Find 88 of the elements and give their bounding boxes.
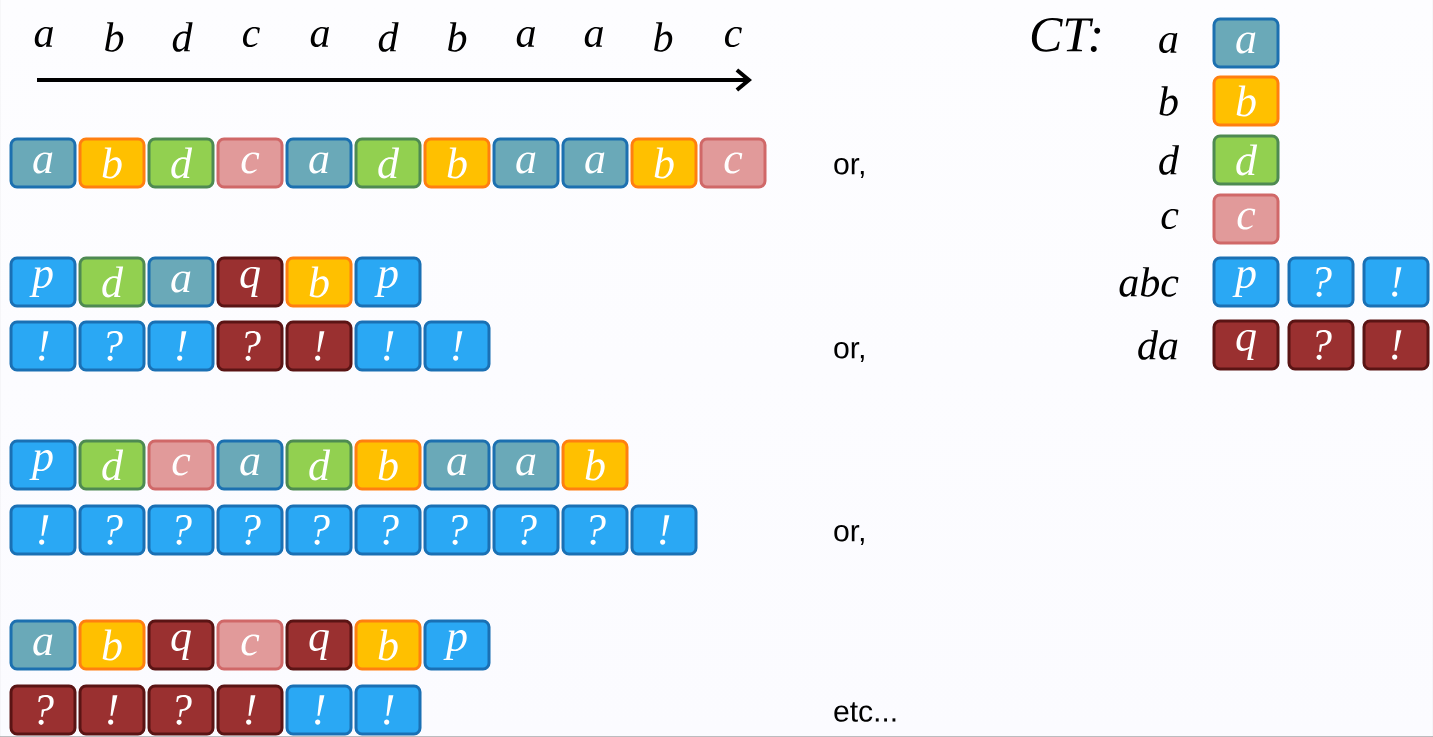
- sequence-letter: a: [310, 26, 329, 48]
- letter-tile: !: [78, 684, 146, 736]
- letter-tile: !: [630, 504, 698, 556]
- sequence-letter: a: [584, 26, 603, 48]
- letter-tile: a: [9, 137, 77, 189]
- letter-tile: ?: [9, 684, 77, 736]
- letter-tile: c: [699, 137, 767, 189]
- letter-tile: d: [78, 439, 146, 491]
- letter-tile: d: [1212, 134, 1280, 186]
- letter-tile: a: [285, 137, 353, 189]
- note-text: etc...: [834, 702, 896, 722]
- letter-tile: q: [216, 256, 284, 308]
- letter-tile: ?: [1287, 256, 1355, 308]
- letter-tile: a: [147, 256, 215, 308]
- letter-tile: q: [1212, 319, 1280, 371]
- letter-tile: c: [216, 137, 284, 189]
- letter-tile: c: [216, 619, 284, 671]
- letter-tile: a: [492, 439, 560, 491]
- row-label: c: [1161, 208, 1179, 230]
- letter-tile: q: [147, 619, 215, 671]
- letter-tile: p: [423, 619, 491, 671]
- letter-tile: b: [630, 137, 698, 189]
- letter-tile: !: [9, 320, 77, 372]
- letter-tile: !: [423, 320, 491, 372]
- letter-tile: !: [147, 320, 215, 372]
- letter-tile: ?: [285, 504, 353, 556]
- row-label: abc: [1119, 267, 1179, 297]
- letter-tile: !: [354, 684, 422, 736]
- note-text: or,: [834, 525, 864, 545]
- letter-tile: d: [78, 256, 146, 308]
- letter-tile: ?: [78, 504, 146, 556]
- row-label: da: [1138, 330, 1178, 360]
- letter-tile: a: [492, 137, 560, 189]
- sequence-letter: b: [448, 22, 467, 52]
- letter-tile: p: [9, 256, 77, 308]
- letter-tile: !: [9, 504, 77, 556]
- letter-tile: ?: [423, 504, 491, 556]
- note-text: or,: [834, 158, 864, 178]
- letter-tile: ?: [561, 504, 629, 556]
- letter-tile: a: [1212, 17, 1280, 69]
- sequence-letter: a: [516, 26, 535, 48]
- letter-tile: p: [9, 439, 77, 491]
- note-text: or,: [834, 342, 864, 362]
- letter-tile: p: [354, 256, 422, 308]
- letter-tile: !: [1362, 256, 1430, 308]
- sequence-letter: b: [654, 22, 673, 52]
- letter-tile: ?: [216, 504, 284, 556]
- letter-tile: !: [1362, 319, 1430, 371]
- sequence-letter: c: [243, 26, 260, 48]
- sequence-letter: c: [725, 26, 742, 48]
- letter-tile: a: [216, 439, 284, 491]
- row-label: a: [1159, 32, 1178, 54]
- letter-tile: !: [354, 320, 422, 372]
- letter-tile: b: [561, 439, 629, 491]
- letter-tile: d: [354, 137, 422, 189]
- sequence-letter: d: [378, 22, 399, 52]
- table-title: CT:: [1031, 18, 1101, 52]
- row-label: d: [1159, 145, 1180, 175]
- letter-tile: ?: [147, 684, 215, 736]
- letter-tile: b: [78, 619, 146, 671]
- letter-tile: !: [216, 684, 284, 736]
- letter-tile: b: [423, 137, 491, 189]
- letter-tile: ?: [147, 504, 215, 556]
- letter-tile: q: [285, 619, 353, 671]
- letter-tile: ?: [216, 320, 284, 372]
- letter-tile: b: [78, 137, 146, 189]
- letter-tile: ?: [1287, 319, 1355, 371]
- letter-tile: ?: [492, 504, 560, 556]
- sequence-letter: a: [34, 26, 53, 48]
- letter-tile: d: [147, 137, 215, 189]
- letter-tile: p: [1212, 256, 1280, 308]
- letter-tile: b: [1212, 75, 1280, 127]
- letter-tile: b: [354, 439, 422, 491]
- letter-tile: !: [285, 320, 353, 372]
- letter-tile: c: [1212, 193, 1280, 245]
- letter-tile: d: [285, 439, 353, 491]
- letter-tile: ?: [354, 504, 422, 556]
- sequence-letter: d: [172, 22, 193, 52]
- letter-tile: !: [285, 684, 353, 736]
- row-label: b: [1159, 86, 1178, 116]
- letter-tile: ?: [78, 320, 146, 372]
- letter-tile: b: [354, 619, 422, 671]
- letter-tile: b: [285, 256, 353, 308]
- sequence-letter: b: [105, 22, 124, 52]
- letter-tile: c: [147, 439, 215, 491]
- letter-tile: a: [561, 137, 629, 189]
- letter-tile: a: [9, 619, 77, 671]
- letter-tile: a: [423, 439, 491, 491]
